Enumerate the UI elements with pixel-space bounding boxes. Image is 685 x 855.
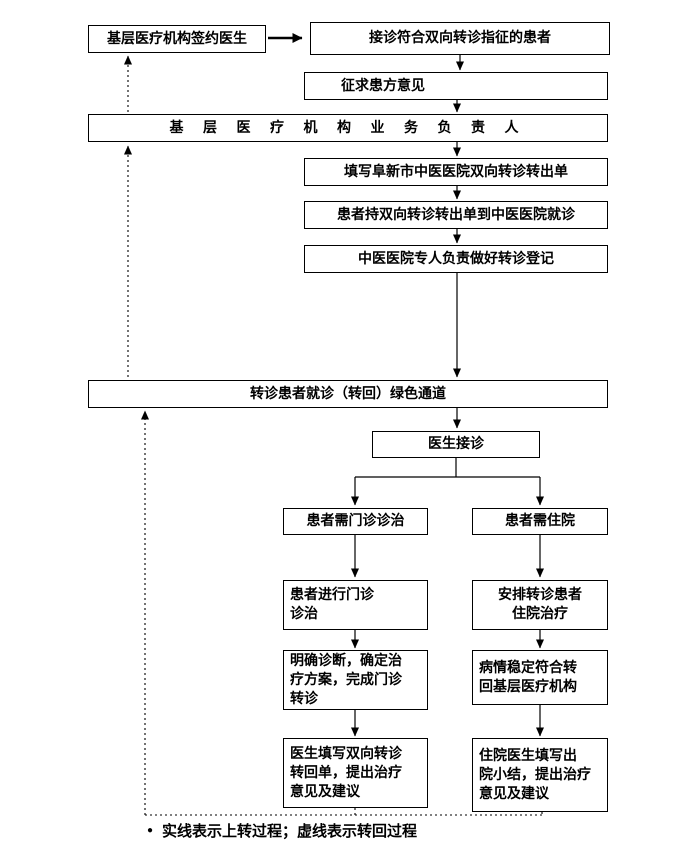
box-arrange-inpatient: 安排转诊患者 住院治疗	[472, 580, 608, 630]
box-business-head: 基 层 医 疗 机 构 业 务 负 责 人	[88, 114, 608, 142]
box-need-outpatient: 患者需门诊诊治	[283, 508, 428, 535]
legend: ● 实线表示上转过程；虚线表示转回过程	[147, 820, 417, 841]
box-outpatient-treatment: 患者进行门诊 诊治	[283, 580, 428, 630]
legend-bullet-icon: ●	[147, 825, 154, 836]
box-signed-doctor: 基层医疗机构签约医生	[88, 25, 266, 53]
box-registration: 中医医院专人负责做好转诊登记	[304, 245, 608, 273]
box-seek-opinion: 征求患方意见	[304, 72, 608, 100]
box-patient-to-hospital: 患者持双向转诊转出单到中医医院就诊	[304, 201, 608, 229]
solid-arrows	[268, 33, 544, 737]
box-discharge-summary: 住院医生填写出 院小结，提出治疗 意见及建议	[472, 738, 608, 812]
branch-split-line	[355, 458, 540, 478]
legend-text: 实线表示上转过程；虚线表示转回过程	[162, 824, 418, 840]
box-stable-return: 病情稳定符合转 回基层医疗机构	[472, 650, 608, 705]
box-receive-patient: 接诊符合双向转诊指征的患者	[310, 22, 610, 55]
box-fill-transfer-form: 填写阜新市中医医院双向转诊转出单	[304, 158, 608, 186]
box-doctor-reception: 医生接诊	[372, 431, 540, 458]
dashed-return-arrows	[124, 55, 543, 816]
box-diagnosis-plan: 明确诊断，确定治 疗方案，完成门诊 转诊	[283, 650, 428, 710]
box-referral-back-form: 医生填写双向转诊 转回单，提出治疗 意见及建议	[283, 738, 428, 808]
box-need-inpatient: 患者需住院	[472, 508, 608, 535]
box-green-channel: 转诊患者就诊（转回）绿色通道	[88, 380, 608, 408]
